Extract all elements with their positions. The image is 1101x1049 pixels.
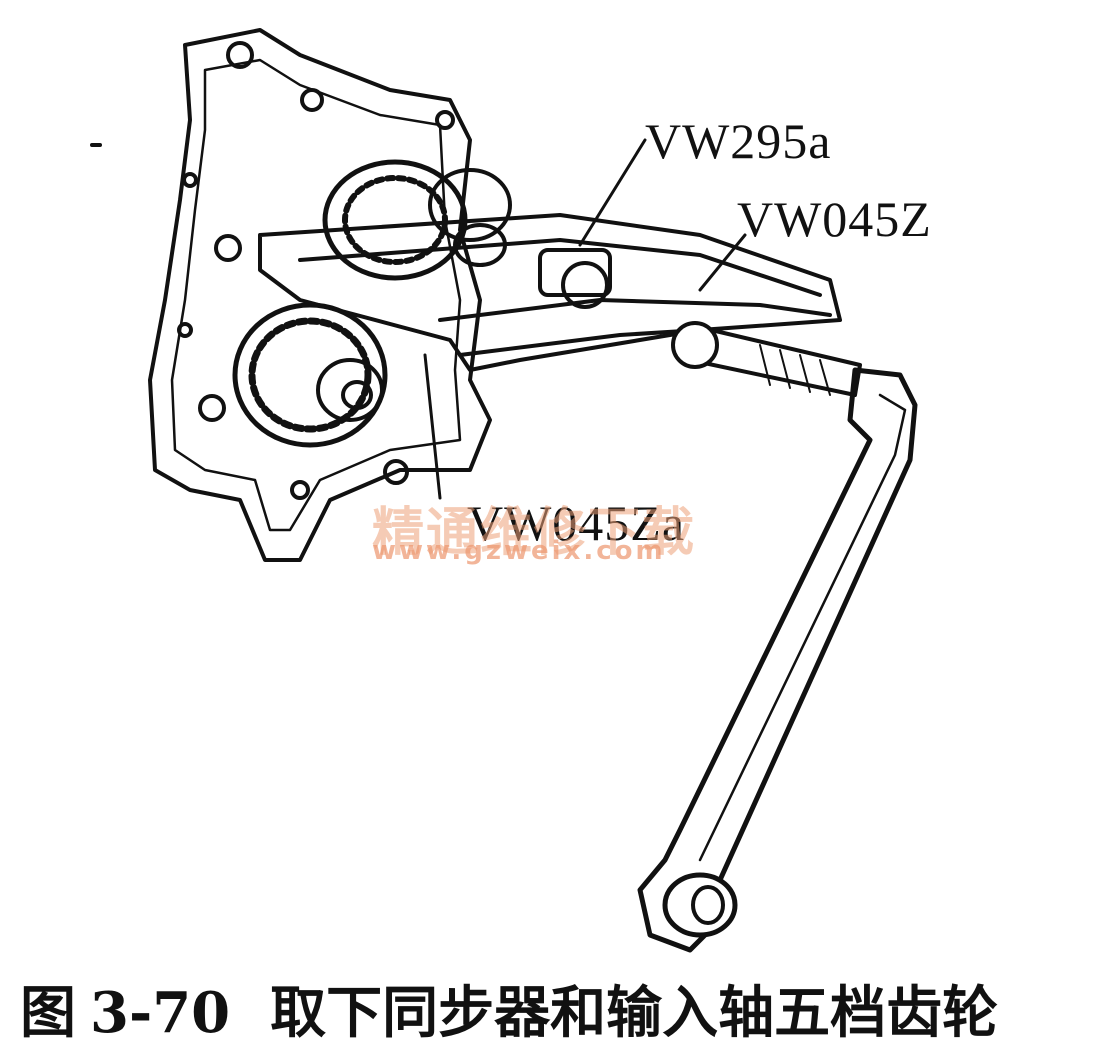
label-vw295a: VW295a bbox=[645, 113, 832, 169]
bolt-hole bbox=[177, 322, 193, 338]
leader-vw045za bbox=[423, 353, 442, 500]
watermark-text: 精通维修下载 bbox=[372, 503, 697, 563]
bolt-hole bbox=[383, 459, 409, 485]
label-vw045za: VW045Za bbox=[467, 495, 686, 551]
bolt-hole bbox=[435, 110, 455, 130]
bolt-hole bbox=[300, 88, 324, 112]
leader-vw295a bbox=[578, 138, 647, 247]
crank-handle bbox=[637, 367, 918, 953]
synchronizer-gear bbox=[232, 302, 388, 448]
puller-tool bbox=[258, 213, 842, 372]
caption-text: 取下同步器和输入轴五档齿轮 bbox=[270, 981, 999, 1046]
caption-prefix: 图 bbox=[20, 981, 76, 1046]
bolt-hole bbox=[226, 41, 254, 69]
watermark-url: www.gzweix.com bbox=[372, 536, 666, 566]
label-vw045z: VW045Z bbox=[737, 191, 932, 247]
bolt-hole bbox=[182, 172, 198, 188]
caption-number: 3-70 bbox=[90, 980, 231, 1046]
housing-outline bbox=[148, 28, 492, 562]
bolt-hole bbox=[290, 480, 310, 500]
leader-vw045z bbox=[698, 233, 747, 292]
bolt-hole bbox=[198, 394, 226, 422]
bolt-hole bbox=[214, 234, 242, 262]
